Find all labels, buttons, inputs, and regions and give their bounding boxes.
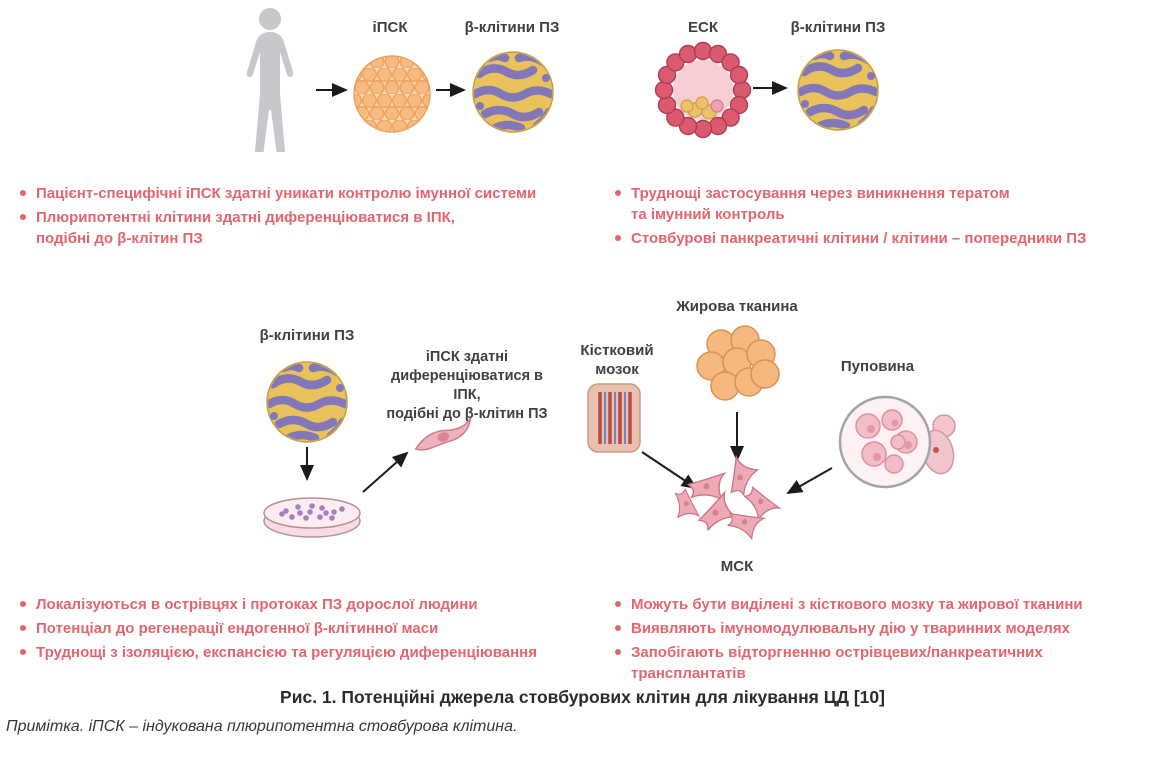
bone-marrow-icon (587, 383, 641, 453)
bullet-dot (615, 601, 621, 607)
beta-cells-sphere-icon (267, 362, 347, 442)
list-item: Можуть бути виділені з кісткового мозку … (611, 594, 1161, 615)
bullet-text: Плюрипотентні клітини здатні диференціюв… (36, 209, 455, 247)
bullet-text: Труднощі з ізоляцією, експансією та регу… (36, 644, 537, 661)
list-item: Труднощі з ізоляцією, експансією та регу… (16, 642, 591, 663)
bullet-text: Можуть бути виділені з кісткового мозку … (631, 596, 1083, 613)
top-left-bullet-list: Пацієнт-специфічні іПСК здатні уникати к… (16, 183, 591, 252)
esc-label: ЕСК (688, 19, 718, 36)
bullet-text: Пацієнт-специфічні іПСК здатні уникати к… (36, 185, 537, 202)
beta-cells-label: β-клітини ПЗ (464, 19, 560, 36)
list-item: Локалізуються в острівцях і протоках ПЗ … (16, 594, 591, 615)
differentiation-annotation: іПСК здатні диференціюватися в ІПК, поді… (386, 349, 548, 422)
adipose-tissue-icon (696, 325, 780, 401)
human-silhouette-icon (246, 8, 294, 152)
spindle-cell-icon (414, 417, 472, 451)
bullet-text: Запобігають відторгненню острівцевих/пан… (631, 644, 1043, 682)
arrow-icon (641, 451, 698, 490)
bullet-text: Стовбурові панкреатичні клітини / клітин… (631, 230, 1087, 247)
list-item: Потенціал до регенерації ендогенної β-кл… (16, 618, 591, 639)
bullet-dot (20, 190, 26, 196)
list-item: Плюрипотентні клітини здатні диференціюв… (16, 207, 591, 249)
blastocyst-icon (654, 41, 752, 139)
arrow-icon (362, 451, 409, 493)
bullet-text: Локалізуються в острівцях і протоках ПЗ … (36, 596, 478, 613)
bullet-dot (615, 649, 621, 655)
umbilical-cord-label: Пуповина (840, 358, 915, 375)
list-item: Виявляють імуномодулювальну дію у тварин… (611, 618, 1161, 639)
list-item: Труднощі застосування через виникнення т… (611, 183, 1161, 225)
ipsc-label: іПСК (372, 19, 408, 36)
msc-label: МСК (720, 558, 754, 575)
list-item: Пацієнт-специфічні іПСК здатні уникати к… (16, 183, 591, 204)
bullet-text: Потенціал до регенерації ендогенної β-кл… (36, 620, 439, 637)
bullet-dot (20, 625, 26, 631)
bullet-dot (615, 625, 621, 631)
bullet-dot (615, 190, 621, 196)
beta-cells-label: β-клітини ПЗ (259, 327, 355, 344)
beta-cells-sphere-icon (798, 50, 878, 130)
figure-note: Примітка. іПСК – індукована плюрипотентн… (6, 718, 518, 735)
list-item: Запобігають відторгненню острівцевих/пан… (611, 642, 1161, 684)
arrow-icon (786, 467, 833, 494)
petri-dish-icon (263, 497, 361, 538)
bullet-dot (20, 601, 26, 607)
umbilical-cord-icon (838, 395, 956, 489)
ipsc-cluster-icon (353, 55, 431, 133)
figure-caption: Рис. 1. Потенційні джерела стовбурових к… (280, 687, 885, 707)
list-item: Стовбурові панкреатичні клітини / клітин… (611, 228, 1161, 249)
bottom-left-bullet-list: Локалізуються в острівцях і протоках ПЗ … (16, 594, 591, 666)
bone-marrow-label: Кістковий мозок (580, 342, 654, 378)
bullet-text: Виявляють імуномодулювальну дію у тварин… (631, 620, 1070, 637)
bullet-dot (615, 235, 621, 241)
bullet-text: Труднощі застосування через виникнення т… (631, 185, 1010, 223)
msc-cells-icon (672, 453, 782, 544)
beta-cells-label: β-клітини ПЗ (790, 19, 886, 36)
bottom-right-bullet-list: Можуть бути виділені з кісткового мозку … (611, 594, 1161, 687)
adipose-tissue-label: Жирова тканина (676, 298, 798, 315)
top-right-bullet-list: Труднощі застосування через виникнення т… (611, 183, 1161, 252)
beta-cells-sphere-icon (473, 52, 553, 132)
bullet-dot (20, 214, 26, 220)
bullet-dot (20, 649, 26, 655)
